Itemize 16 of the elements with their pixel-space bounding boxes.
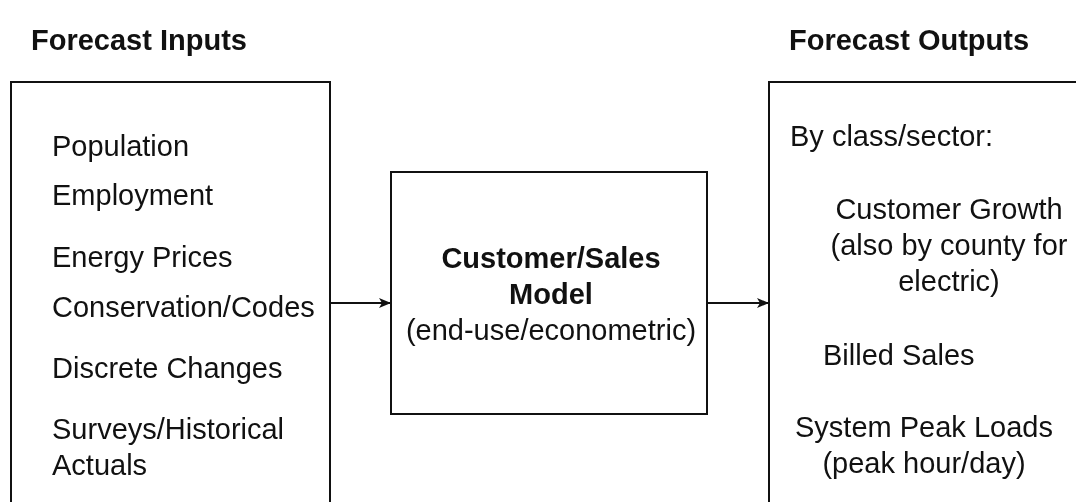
column-heading: Forecast Outputs bbox=[789, 23, 1030, 58]
column-heading: Forecast Inputs bbox=[31, 23, 247, 58]
box-text: Surveys/Historical Actuals bbox=[52, 412, 286, 483]
box-text: Billed Sales bbox=[823, 338, 976, 373]
box-text: Population bbox=[52, 129, 191, 164]
box-text: Customer Growth (also by county for electric) bbox=[829, 192, 1069, 299]
box-text: Energy Prices bbox=[52, 240, 234, 275]
box-text: (end-use/econometric) bbox=[404, 313, 698, 348]
box-text: Employment bbox=[52, 178, 215, 213]
arrow bbox=[331, 298, 391, 308]
box-text: By class/sector: bbox=[790, 119, 995, 154]
box-text: Conservation/Codes bbox=[52, 290, 316, 325]
box-text: Discrete Changes bbox=[52, 351, 284, 386]
box-text: System Peak Loads (peak hour/day) bbox=[794, 410, 1054, 481]
arrow bbox=[708, 298, 769, 308]
box-text: Customer/Sales Model bbox=[440, 241, 662, 312]
